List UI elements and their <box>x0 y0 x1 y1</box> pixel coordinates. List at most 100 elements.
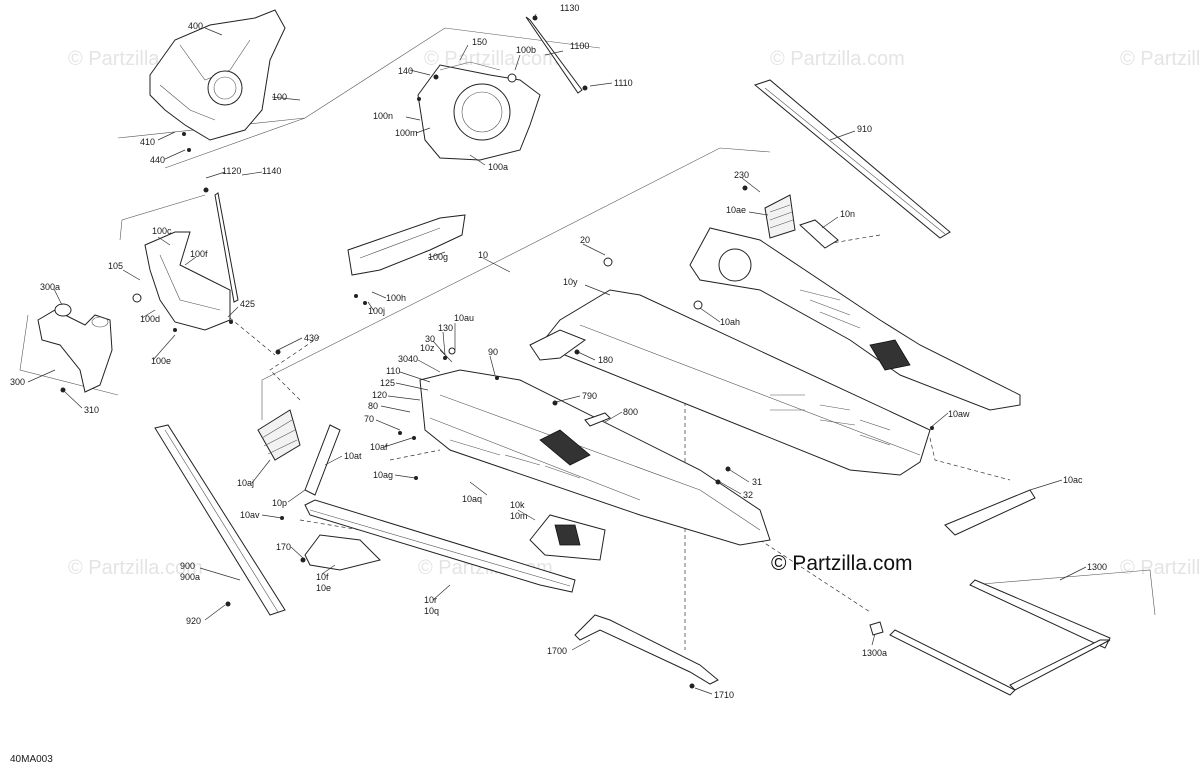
part-10aj-plate <box>257 409 301 461</box>
callout-label: 100d <box>140 314 160 324</box>
leader-lines <box>27 13 1087 695</box>
callout-label: 1300a <box>862 648 887 658</box>
callout-labels: 400 100 410 440 1130 150 100b 1100 140 1… <box>10 3 1107 700</box>
callout-label: 130 <box>438 323 453 333</box>
callout-label: 230 <box>734 170 749 180</box>
callout-label: 180 <box>598 355 613 365</box>
callout-label: 10m <box>510 511 528 521</box>
part-100g-bracket <box>347 214 466 276</box>
callout-label: 10aq <box>462 494 482 504</box>
callout-label: 1120 <box>222 166 241 176</box>
part-10ae-plate <box>764 194 796 239</box>
part-100c-steering-frame <box>144 192 239 331</box>
callout-label: 10ag <box>373 470 393 480</box>
callout-label: 900 <box>180 561 195 571</box>
callout-label: 300a <box>40 282 60 292</box>
callout-label: 410 <box>140 137 155 147</box>
callout-label: 400 <box>188 21 203 31</box>
part-10at-bracket <box>304 424 341 496</box>
callout-label: 100m <box>395 128 418 138</box>
watermark: © Partzilla.com <box>770 48 905 70</box>
callout-label: 100f <box>190 249 208 259</box>
callout-label: 150 <box>472 37 487 47</box>
part-10f-plate <box>304 534 381 571</box>
watermark: © Partzilla.com <box>424 48 559 70</box>
part-900-vertical-bar <box>154 424 286 616</box>
callout-label: 1130 <box>560 3 579 13</box>
watermark: © Partzilla.com <box>1120 48 1200 70</box>
callout-label: 10ah <box>720 317 740 327</box>
callout-label: 105 <box>108 261 123 271</box>
callout-label: 30 <box>425 334 435 344</box>
callout-label: 910 <box>857 124 872 134</box>
callout-label: 10n <box>840 209 855 219</box>
callout-label: 10aj <box>237 478 254 488</box>
part-910-bar <box>753 79 951 239</box>
callout-label: 3040 <box>398 354 418 364</box>
callout-label: 920 <box>186 616 201 626</box>
brand-watermark: © Partzilla.com <box>771 552 913 575</box>
callout-label: 10f <box>316 572 329 582</box>
callout-label: 125 <box>380 378 395 388</box>
callout-label: 1110 <box>614 78 633 88</box>
callout-label: 32 <box>743 490 753 500</box>
part-10r-rail <box>304 499 576 593</box>
callout-label: 790 <box>582 391 597 401</box>
callout-label: 10e <box>316 583 331 593</box>
callout-label: 300 <box>10 377 25 387</box>
callout-label: 10k <box>510 500 525 510</box>
callout-label: 440 <box>150 155 165 165</box>
callout-label: 10av <box>240 510 260 520</box>
callout-label: 100h <box>386 293 406 303</box>
callout-label: 100b <box>516 45 536 55</box>
part-100-front-frame-left <box>149 9 286 141</box>
watermark: © Partzilla.com <box>1120 557 1200 579</box>
fasteners <box>60 15 934 689</box>
callout-label: 80 <box>368 401 378 411</box>
part-10ac-bar <box>944 489 1036 536</box>
callout-label: 10y <box>563 277 578 287</box>
callout-label: 10q <box>424 606 439 616</box>
callout-label: 100j <box>368 306 385 316</box>
callout-label: 430 <box>304 333 319 343</box>
callout-label: 1710 <box>714 690 734 700</box>
part-1100-rod <box>525 16 583 94</box>
diagram-code: 40MA003 <box>10 754 53 765</box>
callout-label: 90 <box>488 347 498 357</box>
callout-label: 1300 <box>1087 562 1107 572</box>
callout-label: 310 <box>84 405 99 415</box>
part-10ah-side-panel <box>689 227 1021 411</box>
callout-label: 10aw <box>948 409 970 419</box>
callout-label: 1100 <box>570 41 589 51</box>
part-1300-bumper <box>889 579 1111 696</box>
part-10-tunnel <box>419 369 771 546</box>
part-300-steering-support <box>37 303 113 393</box>
callout-label: 1700 <box>547 646 567 656</box>
callout-label: 10z <box>420 343 435 353</box>
callout-label: 100g <box>428 252 448 262</box>
callout-label: 110 <box>386 366 400 376</box>
callout-label: 100a <box>488 162 508 172</box>
callout-label: 10p <box>272 498 287 508</box>
callout-label: 10at <box>344 451 362 461</box>
callout-label: 120 <box>372 390 387 400</box>
callout-label: 800 <box>623 407 638 417</box>
callout-label: 10r <box>424 595 437 605</box>
callout-label: 100n <box>373 111 393 121</box>
callout-label: 140 <box>398 66 413 76</box>
callout-label: 70 <box>364 414 374 424</box>
part-10y-tunnel-top <box>529 289 931 476</box>
callout-label: 10au <box>454 313 474 323</box>
part-10n-bracket <box>799 219 839 249</box>
callout-label: 425 <box>240 299 255 309</box>
callout-label: 100e <box>151 356 171 366</box>
callout-label: 900a <box>180 572 200 582</box>
callout-label: 100c <box>152 226 172 236</box>
callout-label: 10af <box>370 442 388 452</box>
callout-label: 10ac <box>1063 475 1083 485</box>
callout-label: 10ae <box>726 205 746 215</box>
callout-label: 1140 <box>262 166 281 176</box>
callout-label: 170 <box>276 542 291 552</box>
callout-label: 100 <box>272 92 287 102</box>
